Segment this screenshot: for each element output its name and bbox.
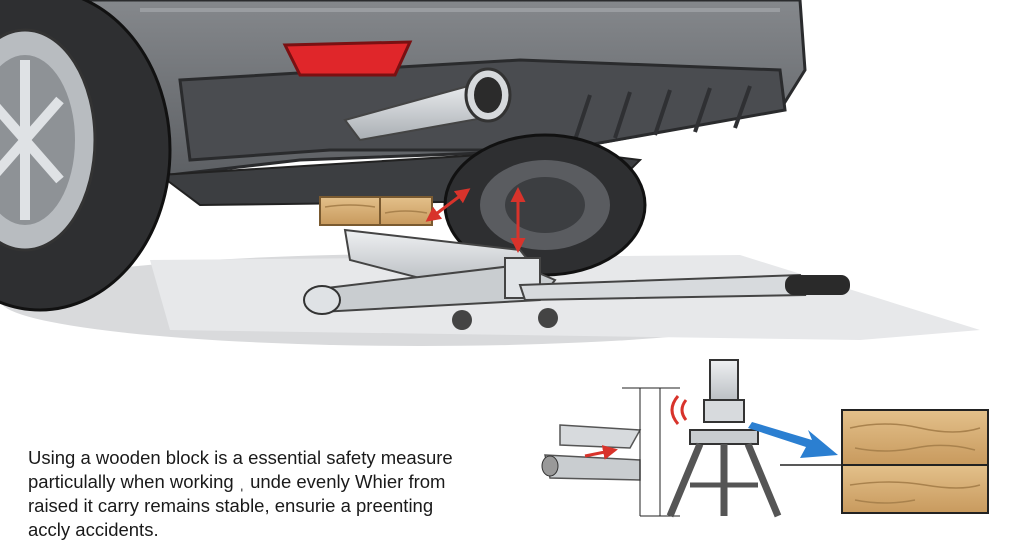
left-wheel bbox=[0, 0, 172, 312]
car-body bbox=[58, 0, 807, 207]
wooden-block bbox=[319, 196, 433, 226]
jack-stand bbox=[666, 359, 782, 518]
exhaust-pipe bbox=[343, 67, 512, 142]
caption-line: accly accidents. bbox=[28, 519, 159, 540]
tail-light bbox=[282, 40, 413, 77]
jack-detail-inset bbox=[541, 387, 680, 517]
caption-line: raised it carry remains stable, ensurie … bbox=[28, 495, 434, 516]
floor-jack bbox=[303, 228, 850, 330]
caption-line: Using a wooden block is a essential safe… bbox=[28, 447, 453, 468]
caption-text: Using a wooden block is a essential safe… bbox=[28, 446, 508, 542]
caption-line: particulally when working ˌ unde evenly … bbox=[28, 471, 446, 492]
double-arrow-red-icon bbox=[425, 187, 526, 253]
wood-block-stack bbox=[780, 409, 989, 514]
arrow-blue-icon bbox=[748, 422, 838, 458]
sound-wave-red-icon bbox=[670, 395, 688, 425]
